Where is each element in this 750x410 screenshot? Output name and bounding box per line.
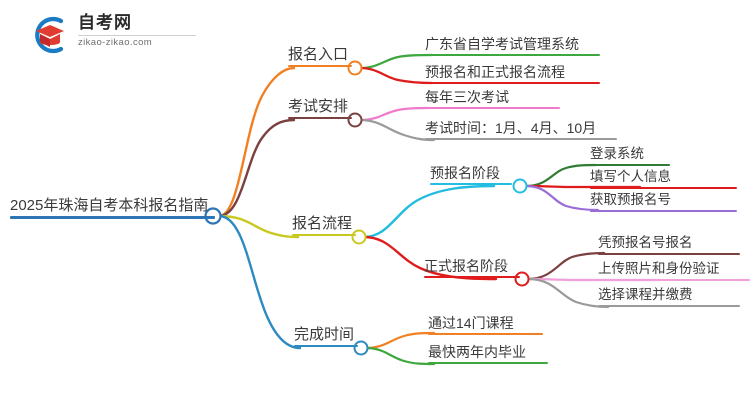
leaf-node-choose-courses-pay[interactable]: 选择课程并缴费	[598, 288, 740, 307]
leaf-underline	[425, 107, 560, 109]
leaf-node-three-exams-per-year[interactable]: 每年三次考试	[425, 90, 560, 109]
leaf-underline	[590, 209, 737, 212]
leaf-label: 选择课程并缴费	[598, 287, 693, 302]
logo-divider	[78, 35, 196, 36]
branch-label: 完成时间	[294, 326, 355, 343]
branch-label: 预报名阶段	[430, 165, 500, 181]
root-node-underline	[10, 216, 215, 219]
leaf-label: 广东省自学考试管理系统	[425, 36, 579, 52]
leaf-underline	[598, 252, 740, 255]
leaf-underline	[428, 362, 548, 364]
leaf-label: 获取预报名号	[590, 192, 671, 207]
leaf-node-graduate-in-two-years[interactable]: 最快两年内毕业	[428, 345, 548, 364]
branch-node-pre-registration-stage[interactable]: 预报名阶段	[430, 166, 512, 185]
leaf-label: 预报名和正式报名流程	[425, 64, 565, 80]
leaf-underline	[425, 82, 600, 84]
branch-node-completion-time[interactable]: 完成时间	[294, 327, 358, 347]
branch-label: 考试安排	[288, 98, 349, 115]
branch-underline	[288, 117, 352, 119]
leaf-label: 登录系统	[590, 146, 644, 161]
leaf-underline	[590, 163, 670, 166]
leaf-underline	[425, 138, 617, 140]
leaf-underline	[590, 186, 737, 189]
branch-node-formal-registration-stage[interactable]: 正式报名阶段	[424, 259, 520, 278]
leaf-label: 填写个人信息	[590, 169, 671, 184]
leaf-label: 最快两年内毕业	[428, 344, 526, 360]
branch-underline	[292, 234, 356, 236]
branch-node-registration-entry[interactable]: 报名入口	[288, 47, 352, 67]
logo-title: 自考网	[78, 13, 132, 32]
branch-underline	[424, 276, 520, 278]
leaf-label: 通过14门课程	[428, 315, 514, 331]
branch-label: 报名入口	[288, 46, 349, 63]
branch-node-exam-schedule[interactable]: 考试安排	[288, 99, 352, 119]
branch-label: 正式报名阶段	[424, 258, 508, 274]
leaf-node-get-pre-registration-number[interactable]: 获取预报名号	[590, 193, 737, 212]
leaf-node-exam-months[interactable]: 考试时间：1月、4月、10月	[425, 121, 617, 140]
leaf-label: 凭预报名号报名	[598, 235, 693, 250]
logo-mark-icon	[35, 16, 64, 54]
leaf-underline	[425, 54, 600, 56]
leaf-node-login-system[interactable]: 登录系统	[590, 147, 670, 166]
site-logo: 自考网 zikao-zikao.com	[28, 12, 208, 60]
leaf-node-fill-personal-info[interactable]: 填写个人信息	[590, 170, 737, 189]
branch-underline	[430, 183, 512, 185]
leaf-underline	[598, 304, 740, 307]
leaf-node-register-with-number[interactable]: 凭预报名号报名	[598, 236, 740, 255]
leaf-underline	[428, 333, 543, 335]
leaf-node-pre-and-formal-process[interactable]: 预报名和正式报名流程	[425, 65, 600, 84]
branch-node-registration-process[interactable]: 报名流程	[292, 216, 356, 236]
logo-subtitle: zikao-zikao.com	[78, 37, 153, 48]
branch-underline	[288, 65, 352, 67]
root-node-label: 2025年珠海自考本科报名指南	[10, 197, 209, 214]
leaf-label: 上传照片和身份验证	[598, 261, 720, 276]
leaf-node-upload-photo-verify[interactable]: 上传照片和身份验证	[598, 262, 750, 281]
leaf-node-guangdong-system[interactable]: 广东省自学考试管理系统	[425, 37, 600, 56]
leaf-label: 考试时间：1月、4月、10月	[425, 120, 597, 136]
branch-label: 报名流程	[292, 215, 353, 232]
logo-text: 自考网 zikao-zikao.com	[78, 12, 206, 49]
branch-underline	[294, 345, 358, 347]
leaf-node-pass-14-courses[interactable]: 通过14门课程	[428, 316, 543, 335]
leaf-label: 每年三次考试	[425, 89, 509, 105]
leaf-underline	[598, 278, 750, 281]
root-node[interactable]: 2025年珠海自考本科报名指南	[10, 198, 215, 219]
